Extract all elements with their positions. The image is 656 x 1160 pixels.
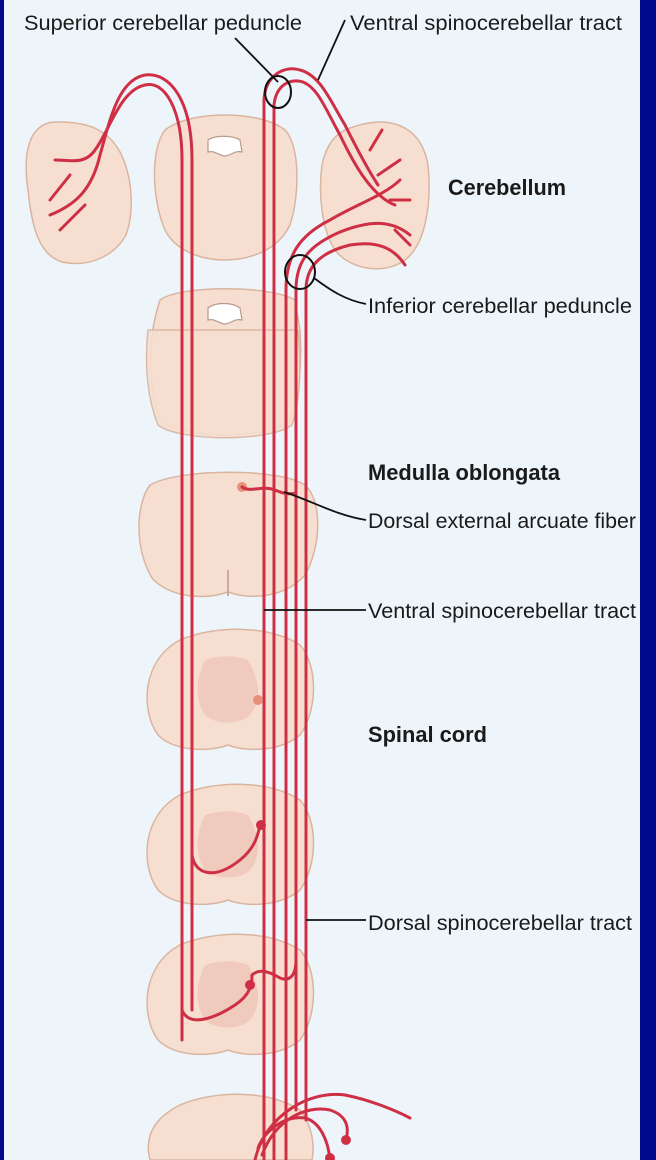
label-cerebellum: Cerebellum xyxy=(448,175,566,200)
label-dorsal-external-arcuate-fiber: Dorsal external arcuate fiber xyxy=(368,510,636,533)
cell-body-section-1 xyxy=(253,695,263,705)
label-spinal-cord: Spinal cord xyxy=(368,722,487,747)
right-edge xyxy=(640,0,656,1160)
label-medulla-oblongata: Medulla oblongata xyxy=(368,460,561,485)
label-ventral-spinocerebellar-tract: Ventral spinocerebellar tract xyxy=(368,600,636,623)
spinal-section-2 xyxy=(147,784,313,904)
pons-section xyxy=(146,330,300,438)
label-dorsal-spinocerebellar-tract: Dorsal spinocerebellar tract xyxy=(368,912,632,935)
cell-body-section-3 xyxy=(245,980,255,990)
label-inferior-cerebellar-peduncle: Inferior cerebellar peduncle xyxy=(368,295,632,318)
label-ventral-spinocerebellar-tract-top: Ventral spinocerebellar tract xyxy=(350,12,622,35)
spinal-section-1 xyxy=(147,629,313,749)
left-edge xyxy=(0,0,4,1160)
ganglion-cell-1 xyxy=(341,1135,351,1145)
label-superior-cerebellar-peduncle: Superior cerebellar peduncle xyxy=(24,12,302,35)
spinal-section-3 xyxy=(147,934,313,1054)
cell-body-section-2 xyxy=(256,820,266,830)
